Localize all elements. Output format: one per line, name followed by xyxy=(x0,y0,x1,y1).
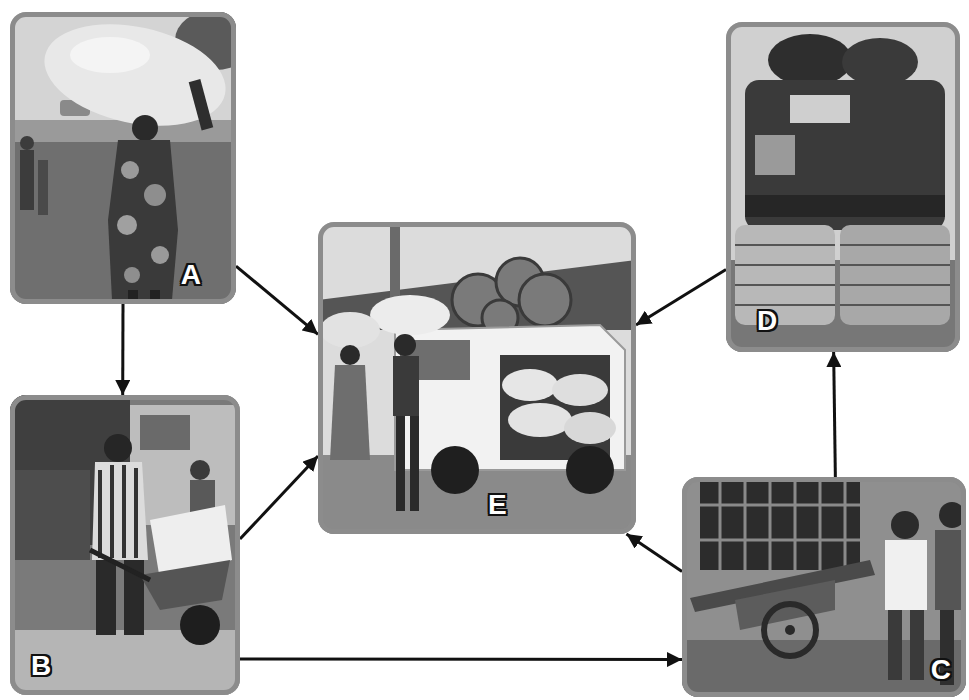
flow-arrow xyxy=(834,352,836,477)
panel-letter: C xyxy=(931,656,951,684)
panel-letter: A xyxy=(181,261,201,289)
flow-arrow xyxy=(240,456,318,539)
flow-arrow xyxy=(121,304,124,395)
panel-letter: B xyxy=(31,652,51,680)
photo-d xyxy=(726,22,960,352)
photo-a xyxy=(10,12,236,304)
photo-c xyxy=(682,477,966,697)
photo-panel: B xyxy=(10,395,240,695)
photo-panel: C xyxy=(682,477,966,697)
photo-b xyxy=(10,395,240,695)
photo-panel: D xyxy=(726,22,960,352)
flow-arrow xyxy=(626,534,682,572)
flow-arrow xyxy=(240,658,682,662)
photo-panel: E xyxy=(318,222,636,534)
photo-e xyxy=(318,222,636,534)
panel-letter: E xyxy=(488,491,507,519)
photo-panel: A xyxy=(10,12,236,304)
panel-letter: D xyxy=(757,307,777,335)
flow-arrow xyxy=(636,270,726,325)
flow-arrow xyxy=(236,266,318,334)
